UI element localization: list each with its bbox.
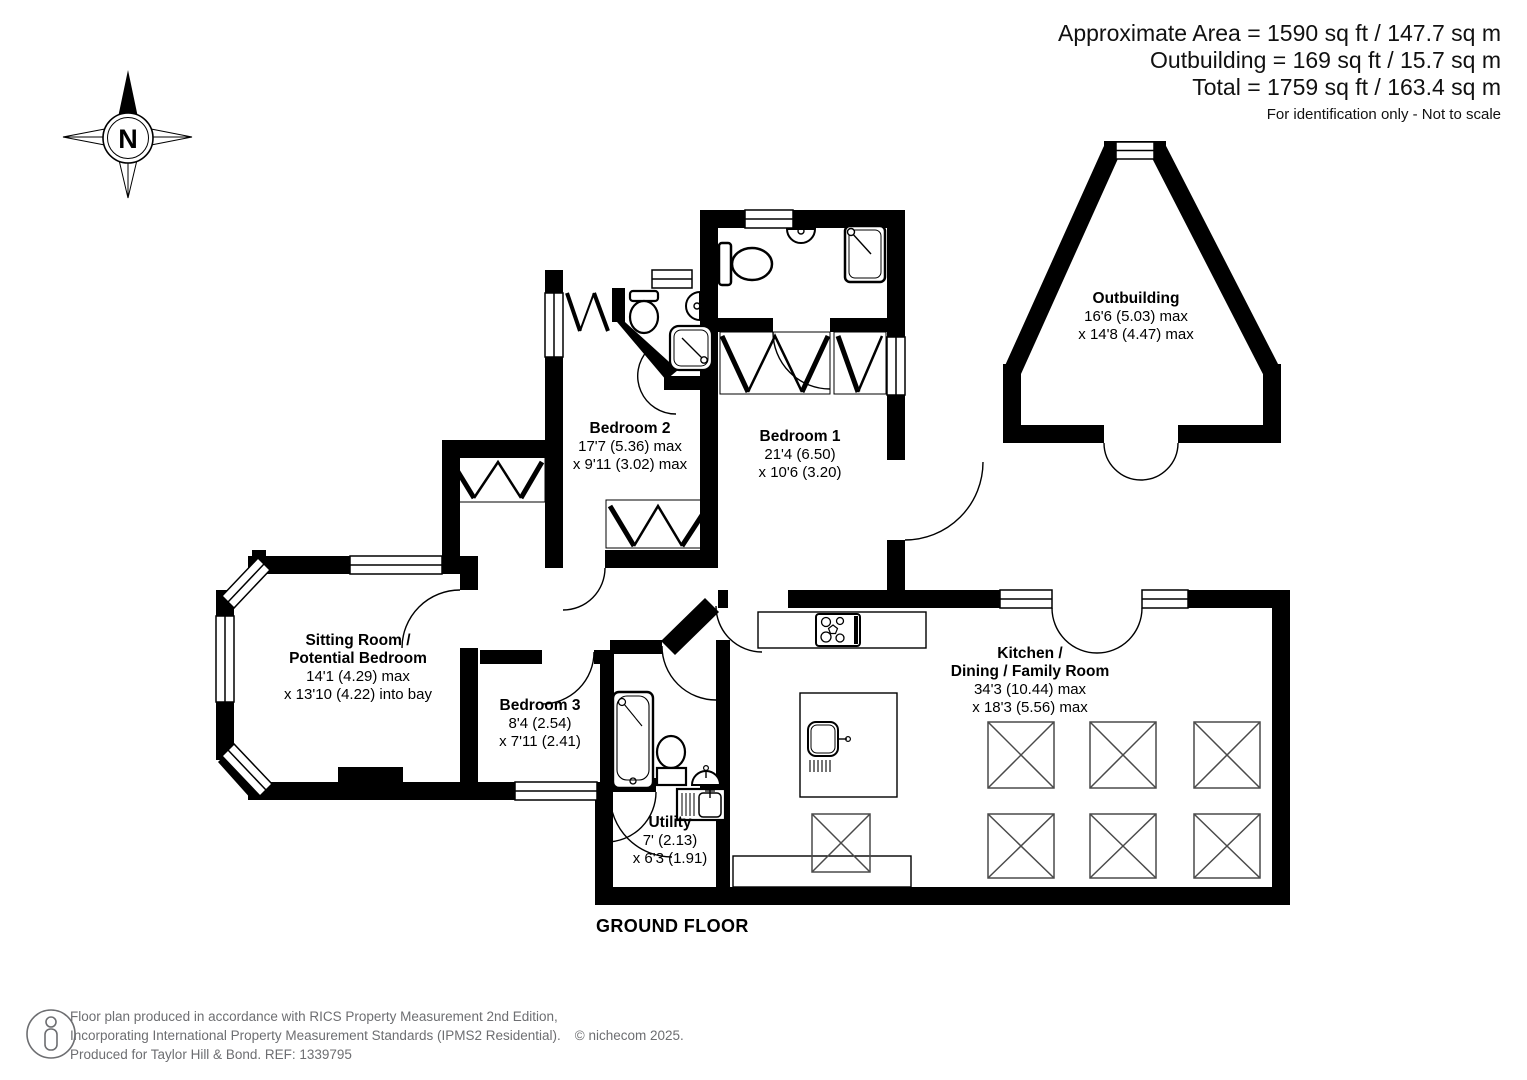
door-arc-bedroom1-entry [904, 461, 984, 541]
shower-icon-ensuite2 [668, 324, 714, 372]
sink-icon-ensuite2 [685, 290, 707, 322]
room-label-outbuilding: Outbuilding 16'6 (5.03) max x 14'8 (4.47… [1078, 290, 1193, 344]
room-dim: 34'3 (10.44) max [973, 681, 1087, 698]
door-arc-ensuite1 [772, 331, 831, 390]
room-name: Bedroom 1 [759, 428, 841, 445]
room-dim: 17'7 (5.36) max [578, 438, 682, 455]
toilet-icon-ensuite2 [628, 289, 660, 335]
footer-line-1: Floor plan produced in accordance with R… [70, 1009, 558, 1024]
skylights-layer [811, 721, 1261, 879]
skylight-icon [1193, 721, 1261, 789]
kitchen-island [799, 692, 898, 798]
skylight-icon [987, 721, 1055, 789]
door-arc-outbuilding-right [1140, 442, 1179, 481]
room-dim: x 7'11 (2.41) [499, 733, 581, 750]
door-arc-bathroom [661, 645, 717, 701]
room-name: Potential Bedroom [289, 650, 427, 667]
room-label-utility: Utility 7' (2.13) x 6'3 (1.91) [633, 814, 708, 868]
footer-standards-text: Incorporating International Property Mea… [70, 1028, 561, 1043]
total-area-line: Total = 1759 sq ft / 163.4 sq m [1192, 74, 1501, 100]
room-label-bedroom-3: Bedroom 3 8'4 (2.54) x 7'11 (2.41) [499, 697, 581, 751]
room-dim: x 14'8 (4.47) max [1078, 326, 1194, 343]
door-arc-hallway [715, 605, 763, 653]
room-label-sitting-room: Sitting Room / Potential Bedroom 14'1 (4… [284, 632, 432, 704]
sink-icon-bathroom [690, 764, 722, 786]
doors-layer [401, 331, 1179, 858]
copyright-text: © nichecom 2025. [574, 1028, 684, 1043]
toilet-icon-ensuite1 [717, 241, 774, 287]
area-summary: Approximate Area = 1590 sq ft / 147.7 sq… [1058, 20, 1501, 123]
shower-icon-ensuite1 [843, 224, 887, 284]
footer-line-3: Produced for Taylor Hill & Bond. REF: 13… [70, 1047, 352, 1062]
room-name: Dining / Family Room [950, 663, 1110, 680]
fixtures-layer [611, 222, 927, 888]
sink-icon-island [807, 721, 851, 772]
room-name: Sitting Room / [305, 632, 411, 649]
room-dim: x 6'3 (1.91) [632, 850, 708, 867]
footer-disclaimer: Floor plan produced in accordance with R… [70, 1007, 684, 1064]
room-name: Outbuilding [1092, 290, 1180, 307]
door-arc-outbuilding-left [1103, 442, 1142, 481]
windows-layer [215, 141, 1189, 801]
outbuilding-walls [1003, 141, 1281, 443]
room-dim: 8'4 (2.54) [508, 715, 572, 732]
room-dim: x 9'11 (3.02) max [572, 456, 688, 473]
disclaimer-text: For identification only - Not to scale [1266, 106, 1501, 123]
door-arc-utility-2 [609, 794, 673, 858]
skylight-icon [1089, 721, 1157, 789]
bath-icon-bathroom [611, 690, 655, 790]
compass-north-label: N [118, 124, 138, 154]
room-dim: 14'1 (4.29) max [306, 668, 410, 685]
door-arc-kitchen-left [1051, 607, 1098, 654]
skylight-icon [1193, 813, 1261, 879]
door-arc-sitting-room [401, 589, 461, 649]
room-dim: x 13'10 (4.22) into bay [284, 686, 432, 703]
room-dim: x 10'6 (3.20) [758, 464, 842, 481]
skylight-icon [987, 813, 1055, 879]
skylight-icon [1089, 813, 1157, 879]
room-name: Utility [648, 814, 692, 831]
room-label-kitchen: Kitchen / Dining / Family Room 34'3 (10.… [951, 645, 1109, 717]
skylight-icon [811, 813, 871, 873]
door-arc-kitchen-right [1096, 607, 1143, 654]
room-dim: 7' (2.13) [642, 832, 698, 849]
room-name: Kitchen / [997, 645, 1063, 662]
room-label-bedroom-1: Bedroom 1 21'4 (6.50) x 10'6 (3.20) [759, 428, 842, 482]
footer-line-2: Incorporating International Property Mea… [70, 1026, 684, 1045]
outbuilding-area-line: Outbuilding = 169 sq ft / 15.7 sq m [1150, 47, 1501, 73]
toilet-icon-bathroom [655, 734, 688, 787]
room-dim: 21'4 (6.50) [764, 446, 836, 463]
door-arc-bedroom2 [562, 567, 606, 611]
hob-icon [815, 613, 861, 647]
door-arc-utility-1 [605, 791, 657, 843]
door-arc-ensuite2 [637, 349, 677, 415]
room-dim: x 18'3 (5.56) max [972, 699, 1088, 716]
person-badge-icon [26, 1009, 76, 1059]
door-arc-bedroom3 [541, 651, 595, 705]
wardrobes-layer [447, 292, 887, 549]
room-dim: 16'6 (5.03) max [1084, 308, 1188, 325]
sink-icon-ensuite1 [785, 222, 817, 244]
room-name: Bedroom 3 [499, 697, 581, 714]
room-label-bedroom-2: Bedroom 2 17'7 (5.36) max x 9'11 (3.02) … [573, 420, 687, 474]
compass-rose-icon: N [62, 70, 193, 199]
approximate-area-line: Approximate Area = 1590 sq ft / 147.7 sq… [1057, 20, 1501, 46]
sink-icon-utility [675, 787, 727, 822]
floor-title: GROUND FLOOR [596, 916, 749, 936]
room-name: Bedroom 2 [589, 420, 671, 437]
